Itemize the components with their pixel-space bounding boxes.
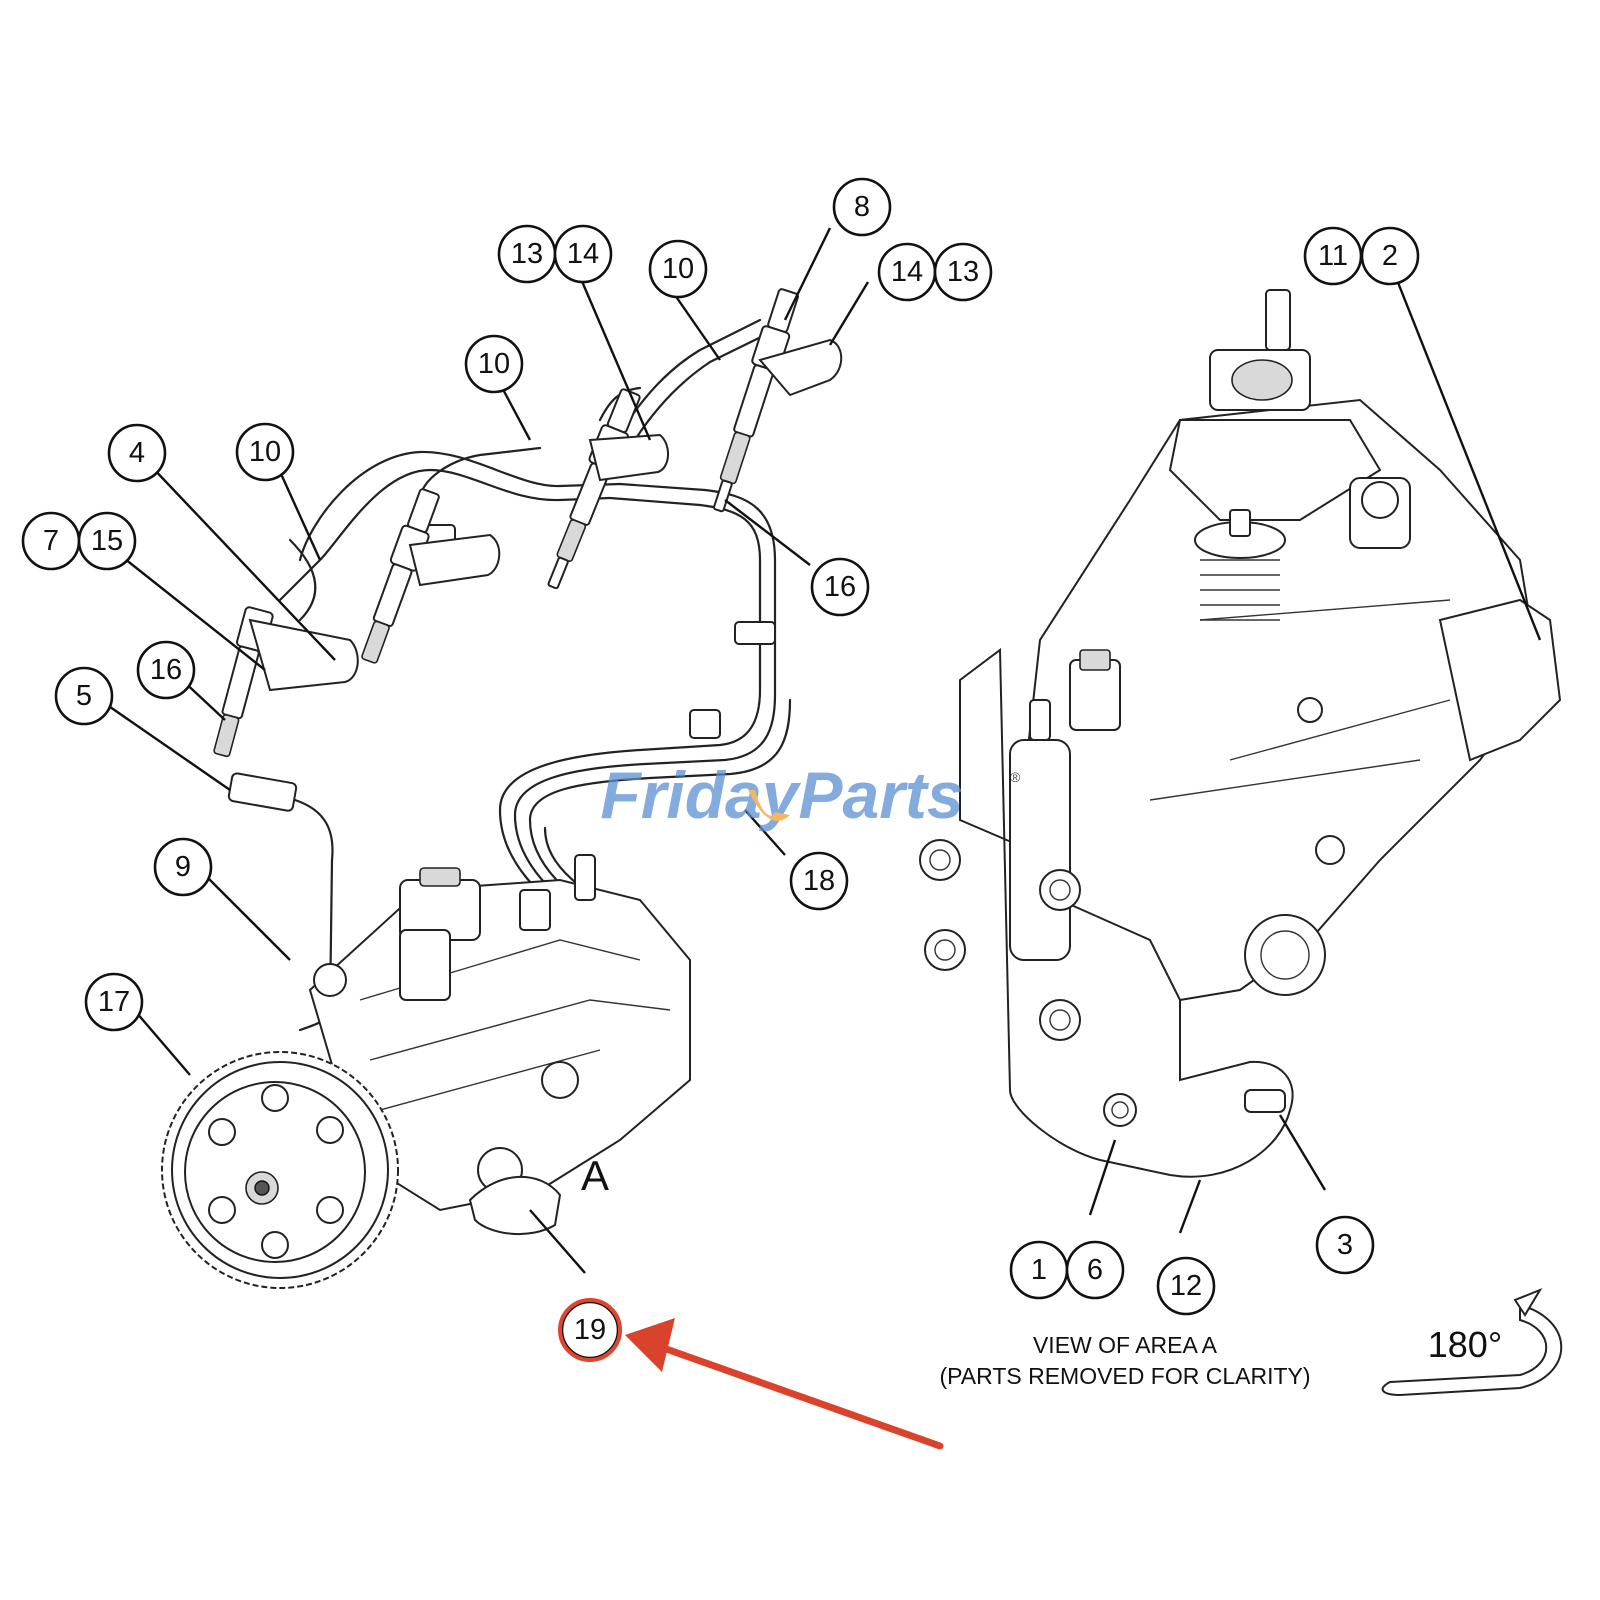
callout-circle xyxy=(107,423,167,483)
callout-number: 7 xyxy=(43,525,59,557)
watermark-registered-mark: ® xyxy=(1010,769,1021,785)
callout-number: 16 xyxy=(150,654,182,686)
view-caption-line2: (PARTS REMOVED FOR CLARITY) xyxy=(939,1363,1310,1389)
rotation-label: 180° xyxy=(1428,1324,1502,1365)
callout-10: 10 xyxy=(648,239,708,299)
callout-number: 10 xyxy=(478,348,510,380)
callout-circle xyxy=(235,422,295,482)
callout-number: 17 xyxy=(98,986,130,1018)
callout-16: 16 xyxy=(136,640,196,700)
watermark-parts: Parts xyxy=(798,758,963,832)
callout-15: 15 xyxy=(77,511,137,571)
callout-number: 9 xyxy=(175,851,191,883)
callout-2: 2 xyxy=(1360,226,1420,286)
callout-circle xyxy=(1315,1215,1375,1275)
callout-circle xyxy=(1065,1240,1125,1300)
callout-1: 1 xyxy=(1009,1240,1069,1300)
callout-3: 3 xyxy=(1315,1215,1375,1275)
callout-14: 14 xyxy=(877,242,937,302)
callout-number: 14 xyxy=(891,256,923,288)
callout-number: 18 xyxy=(803,865,835,897)
highlight-ring-19 xyxy=(558,1298,622,1362)
area-a-label: A xyxy=(581,1152,609,1199)
callout-number: 5 xyxy=(76,680,92,712)
callout-circle xyxy=(153,837,213,897)
callout-number: 11 xyxy=(1318,240,1348,272)
outlet-fittings xyxy=(919,839,1081,1041)
watermark-swoosh-icon xyxy=(748,790,790,821)
watermark-friday: Friday xyxy=(600,758,801,832)
callout-11: 11 xyxy=(1303,226,1363,286)
callout-circle xyxy=(1156,1256,1216,1316)
callout-number: 14 xyxy=(567,238,599,270)
callout-10: 10 xyxy=(464,334,524,394)
callout-circle xyxy=(136,640,196,700)
fuel-injection-pump-left xyxy=(161,854,691,1289)
fuel-injectors xyxy=(213,288,843,1032)
callout-number: 8 xyxy=(854,191,870,223)
red-arrow-icon xyxy=(625,1318,675,1372)
fuel-injection-lines xyxy=(278,318,792,932)
leader-lines xyxy=(99,227,1542,1274)
callout-12: 12 xyxy=(1156,1256,1216,1316)
callout-circle xyxy=(648,239,708,299)
callout-circle xyxy=(77,511,137,571)
callout-number: 16 xyxy=(824,571,856,603)
callout-circle xyxy=(553,224,613,284)
callout-number: 12 xyxy=(1170,1270,1202,1302)
callout-7: 7 xyxy=(21,511,81,571)
callout-circle xyxy=(810,557,870,617)
callout-14: 14 xyxy=(553,224,613,284)
callout-9: 9 xyxy=(153,837,213,897)
view-caption-line1: VIEW OF AREA A xyxy=(1033,1332,1218,1358)
callout-number: 6 xyxy=(1087,1254,1103,1286)
governor-spring xyxy=(1194,509,1286,621)
rotation-arrow-icon xyxy=(1381,1303,1563,1397)
callout-13: 13 xyxy=(933,242,993,302)
callout-number: 10 xyxy=(662,253,694,285)
callout-17: 17 xyxy=(84,972,144,1032)
callout-18: 18 xyxy=(789,851,849,911)
rotation-indicator: 180° xyxy=(1381,1287,1563,1397)
callout-6: 6 xyxy=(1065,1240,1125,1300)
callout-13: 13 xyxy=(497,224,557,284)
callout-4: 4 xyxy=(107,423,167,483)
callout-16: 16 xyxy=(810,557,870,617)
friday-parts-watermark: FridayParts ® xyxy=(600,758,1021,832)
callout-number: 15 xyxy=(91,525,123,557)
callout-circle xyxy=(464,334,524,394)
highlight-arrow xyxy=(558,1298,944,1450)
callout-circle xyxy=(1360,226,1420,286)
callout-8: 8 xyxy=(832,177,892,237)
callout-number: 13 xyxy=(947,256,979,288)
fuel-injection-pump-right-view xyxy=(919,289,1562,1178)
callout-5: 5 xyxy=(54,666,114,726)
callout-circle xyxy=(789,851,849,911)
callout-circle xyxy=(54,666,114,726)
callout-number: 10 xyxy=(249,436,281,468)
callout-circle xyxy=(933,242,993,302)
svg-text:FridayParts: FridayParts xyxy=(600,758,963,832)
callout-10: 10 xyxy=(235,422,295,482)
callout-number: 1 xyxy=(1031,1254,1047,1286)
red-arrow-shaft xyxy=(651,1341,944,1450)
callout-number: 19 xyxy=(574,1314,606,1346)
callout-number: 2 xyxy=(1382,240,1398,272)
callout-number: 13 xyxy=(511,238,543,270)
callout-circle xyxy=(84,972,144,1032)
callout-19: 19 xyxy=(560,1300,620,1360)
callout-circle xyxy=(832,177,892,237)
callout-number: 3 xyxy=(1337,1229,1353,1261)
callout-number: 4 xyxy=(129,437,145,469)
